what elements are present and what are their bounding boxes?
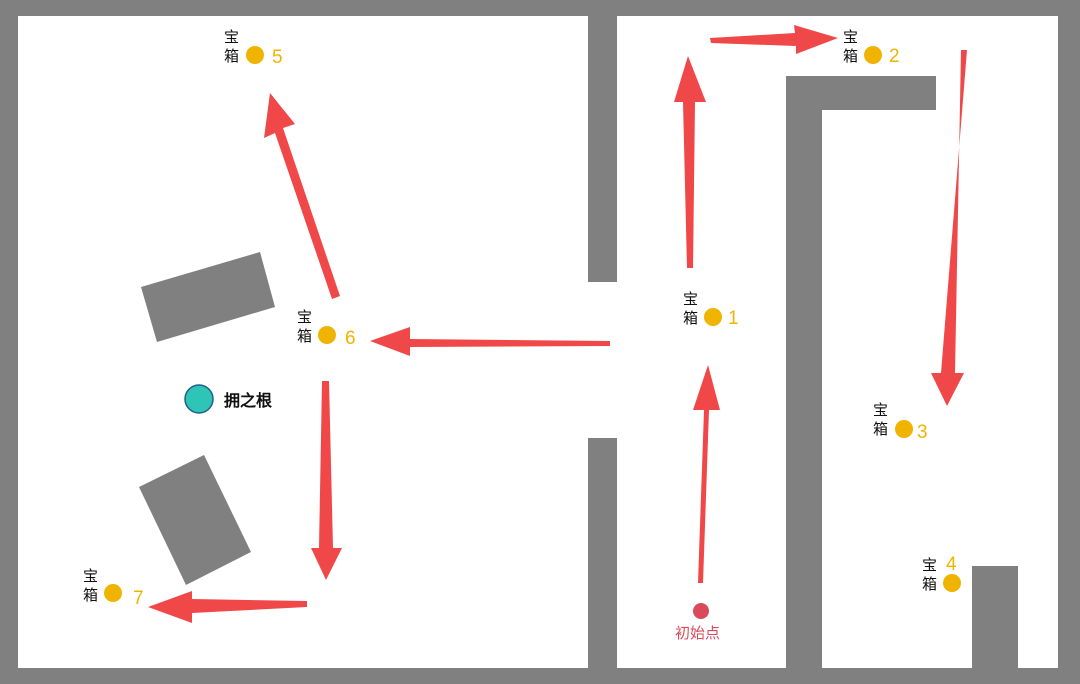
chest-7-label-line1: 宝 [83,568,98,585]
chest-5-label-line2: 箱 [224,48,239,65]
chest-6: 宝 箱 6 [297,309,356,349]
chest-3: 宝 箱 3 [873,402,928,443]
route-arrow-start-to-1 [693,365,720,583]
chest-4-label-line2: 箱 [922,576,937,593]
chest-5-icon [246,46,264,64]
root-label: 拥之根 [224,391,272,410]
route-arrow-2-to-3 [931,50,967,406]
chest-6-label-line2: 箱 [297,328,312,345]
corridor-floor-upper [588,282,618,438]
chest-2-icon [864,46,882,64]
chest-1-label-line2: 箱 [683,310,698,327]
root-circle-icon [184,384,214,414]
chest-7-number: 7 [133,588,144,609]
chest-7: 宝 箱 7 [83,568,144,609]
chest-3-label-line2: 箱 [873,421,888,438]
start-point-icon [693,603,709,619]
chest-2-label-line1: 宝 [843,29,858,46]
obstacle-block-lower [139,455,251,585]
chest-1: 宝 箱 1 [683,291,739,329]
chest-4: 宝 箱 4 [922,554,961,593]
route-arrow-6-to-down [311,381,342,580]
chest-6-number: 6 [345,328,356,349]
chest-5-label-line1: 宝 [224,29,239,46]
chest-7-label-line2: 箱 [83,587,98,604]
chest-2: 宝 箱 2 [843,29,900,67]
inner-wall-vertical [786,76,822,668]
chest-2-number: 2 [889,46,900,67]
route-arrow-1-to-6 [370,327,610,356]
chest-4-number: 4 [946,554,957,575]
chest-2-label-line2: 箱 [843,48,858,65]
inner-wall-horizontal [786,76,936,110]
route-arrow-6-to-5 [264,93,340,299]
route-arrow-1-to-up [674,56,706,268]
start-point-label: 初始点 [675,625,720,642]
chest-6-icon [318,326,336,344]
chest-3-icon [895,420,913,438]
chest-6-label-line1: 宝 [297,309,312,326]
chest-1-label-line1: 宝 [683,291,698,308]
chest-5: 宝 箱 5 [224,29,283,68]
route-arrow-down-to-7 [148,591,307,623]
chest-3-label-line1: 宝 [873,402,888,419]
chest-4-icon [943,574,961,592]
chest-1-number: 1 [728,308,739,329]
chest-3-number: 3 [917,422,928,443]
inner-wall-block-bottom-right [972,566,1018,668]
chest-4-label-line1: 宝 [922,557,937,574]
start-point: 初始点 [675,603,720,642]
obstacle-block-upper [141,252,275,342]
chest-5-number: 5 [272,47,283,68]
route-arrow-top-to-2 [710,25,838,54]
chest-7-icon [104,584,122,602]
root-marker: 拥之根 [184,384,272,414]
chest-1-icon [704,308,722,326]
